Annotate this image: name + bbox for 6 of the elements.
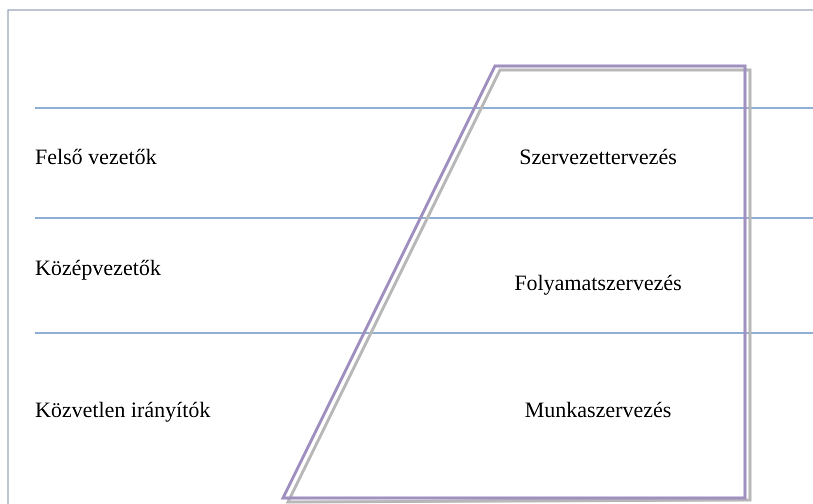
- activity-label: Munkaszervezés: [524, 397, 672, 423]
- activity-label: Szervezettervezés: [519, 144, 677, 170]
- activity-label: Folyamatszervezés: [514, 270, 682, 296]
- level-label: Középvezetők: [35, 255, 161, 281]
- level-label: Közvetlen irányítók: [35, 397, 210, 423]
- level-label: Felső vezetők: [35, 144, 157, 170]
